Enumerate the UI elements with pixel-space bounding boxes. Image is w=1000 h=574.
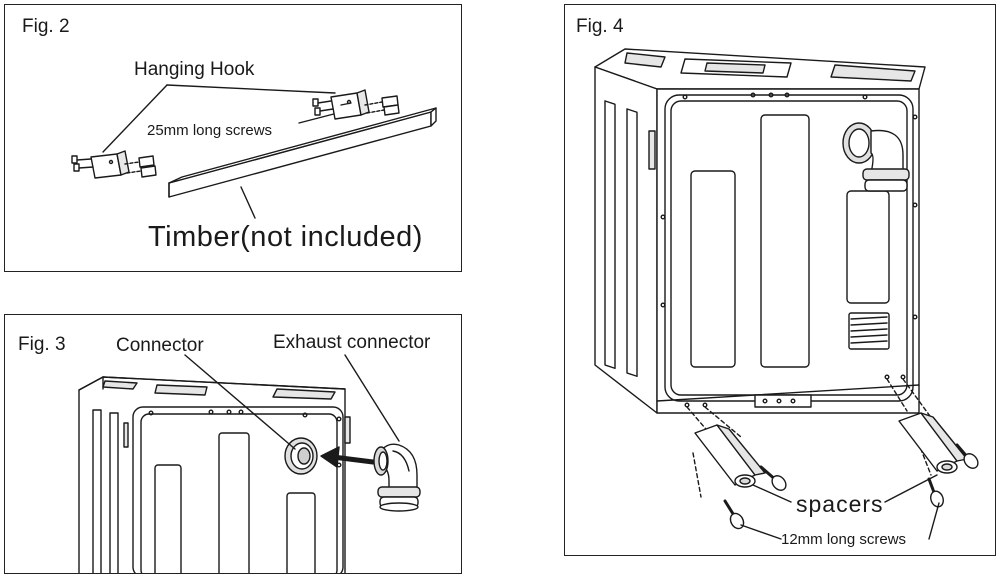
figure-3-panel: Fig. 3 Connector Exhaust connector bbox=[4, 314, 462, 574]
spacers-leader-right bbox=[884, 474, 938, 503]
exhaust-leader-line bbox=[344, 354, 400, 442]
right-screw-heads bbox=[381, 95, 400, 116]
timber-label: Timber(not included) bbox=[148, 221, 423, 253]
figure-2-label: Fig. 2 bbox=[22, 16, 70, 37]
figure-3-drawing bbox=[78, 354, 421, 573]
timber-board bbox=[168, 107, 437, 198]
figure-2-drawing bbox=[71, 84, 437, 219]
screw-12mm-left-b bbox=[723, 499, 745, 530]
fig4-exhaust-elbow bbox=[842, 122, 910, 192]
vent-grille bbox=[848, 312, 890, 350]
screws-12mm-label: 12mm long screws bbox=[781, 531, 907, 548]
right-screws-25mm bbox=[364, 101, 385, 114]
connector-label: Connector bbox=[116, 335, 204, 356]
screws-leader-right bbox=[928, 502, 940, 540]
hanging-hook-label: Hanging Hook bbox=[134, 59, 255, 80]
left-hook-bracket bbox=[71, 150, 130, 179]
screw-12mm-right-b bbox=[927, 477, 944, 508]
screws-25mm-label: 25mm long screws bbox=[147, 122, 273, 139]
hook-leader-line-left bbox=[102, 84, 168, 153]
figure-4-drawing bbox=[594, 48, 979, 540]
spacers-leader-left bbox=[752, 484, 792, 503]
right-spacer bbox=[898, 412, 968, 474]
screw-12mm-left-a bbox=[759, 465, 787, 491]
left-spacer bbox=[694, 424, 766, 488]
dryer-cabinet bbox=[594, 48, 926, 414]
screws-leader-left bbox=[740, 524, 782, 540]
connector-port bbox=[284, 437, 318, 475]
hook-leader-line-right bbox=[166, 84, 336, 94]
dryer-back-cabinet bbox=[78, 376, 351, 573]
spacers-label: spacers bbox=[796, 491, 884, 517]
left-screws-25mm bbox=[124, 161, 142, 174]
exhaust-elbow-connector bbox=[373, 443, 421, 512]
right-hook-bracket bbox=[312, 89, 370, 120]
insert-arrow bbox=[320, 446, 376, 468]
screw-12mm-right-a bbox=[955, 443, 979, 469]
timber-leader-line bbox=[240, 186, 256, 219]
figure-4-panel: Fig. 4 spacers 12mm long screws bbox=[564, 4, 996, 556]
exhaust-connector-label: Exhaust connector bbox=[273, 332, 431, 353]
figure-3-label: Fig. 3 bbox=[18, 334, 66, 355]
figure-4-label: Fig. 4 bbox=[576, 16, 624, 37]
figure-2-panel: Fig. 2 Hanging Hook 25mm long screws Tim… bbox=[4, 4, 462, 272]
connector-leader-line bbox=[184, 354, 296, 450]
left-screw-heads bbox=[138, 155, 157, 178]
